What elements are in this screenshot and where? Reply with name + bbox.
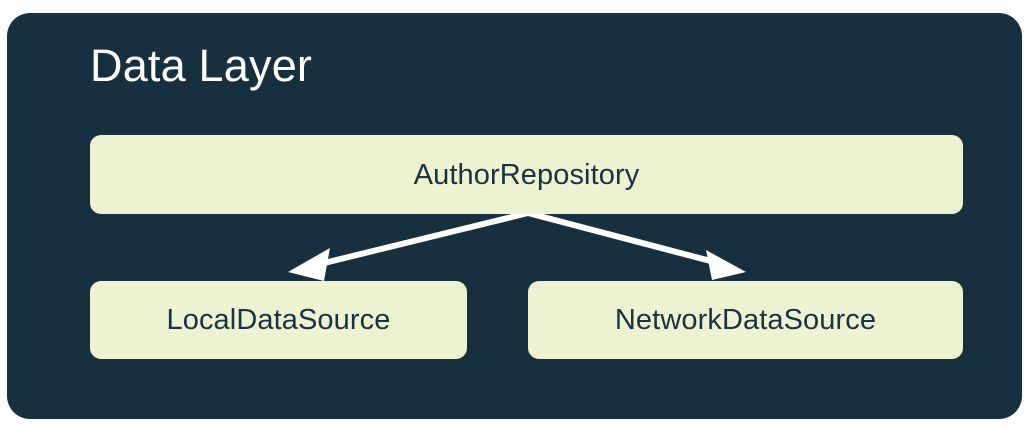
node-label: AuthorRepository xyxy=(413,158,640,191)
node-label: NetworkDataSource xyxy=(614,304,877,336)
node-author-repository[interactable]: AuthorRepository xyxy=(90,135,963,214)
page-title: Data Layer xyxy=(90,40,313,91)
node-local-data-source[interactable]: LocalDataSource xyxy=(90,281,467,359)
node-label: LocalDataSource xyxy=(166,304,391,336)
node-network-data-source[interactable]: NetworkDataSource xyxy=(528,281,963,359)
